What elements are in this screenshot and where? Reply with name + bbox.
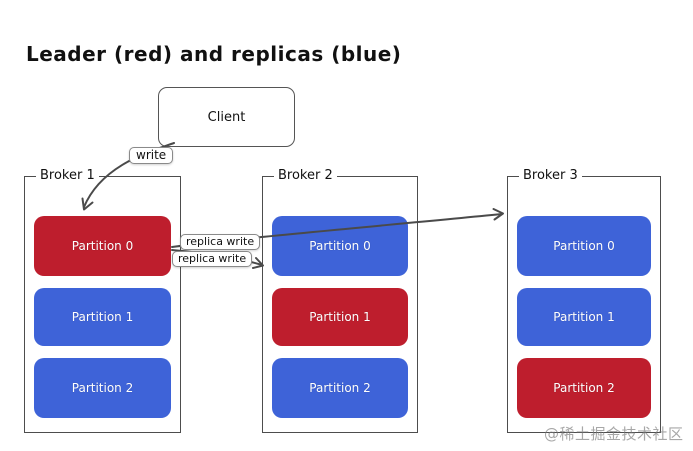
partition-label: Partition 0: [309, 239, 371, 253]
partition-label: Partition 0: [71, 239, 134, 253]
partition-label: Partition 2: [71, 381, 134, 395]
broker-2-partition-2: Partition 2: [272, 358, 408, 418]
broker-3-box: Broker 3 Partition 0 Partition 1 Partiti…: [507, 168, 661, 433]
partition-label: Partition 2: [553, 381, 615, 395]
diagram-title: Leader (red) and replicas (blue): [26, 42, 402, 66]
partition-label: Partition 1: [71, 310, 134, 324]
broker-1-partition-0: Partition 0: [34, 216, 171, 276]
broker-3-label: Broker 3: [519, 168, 582, 183]
broker-2-partition-0: Partition 0: [272, 216, 408, 276]
replica-write-edge-label-broker3: replica write: [180, 234, 261, 250]
partition-label: Partition 1: [553, 310, 615, 324]
broker-1-label: Broker 1: [36, 168, 99, 183]
broker-1-box: Broker 1 Partition 0 Partition 1 Partiti…: [24, 168, 181, 433]
watermark: @稀土掘金技术社区: [544, 425, 684, 443]
broker-2-label: Broker 2: [274, 168, 337, 183]
broker-3-partition-2: Partition 2: [517, 358, 651, 418]
broker-2-box: Broker 2 Partition 0 Partition 1 Partiti…: [262, 168, 418, 433]
client-node: Client: [158, 87, 295, 147]
partition-label: Partition 2: [309, 381, 371, 395]
broker-1-partition-1: Partition 1: [34, 288, 171, 346]
broker-3-partition-0: Partition 0: [517, 216, 651, 276]
replica-write-edge-label-broker2: replica write: [172, 251, 253, 267]
broker-2-partition-1: Partition 1: [272, 288, 408, 346]
write-edge-label: write: [129, 147, 174, 164]
partition-label: Partition 0: [553, 239, 615, 253]
partition-label: Partition 1: [309, 310, 371, 324]
broker-3-partition-1: Partition 1: [517, 288, 651, 346]
client-label: Client: [207, 109, 246, 125]
broker-1-partition-2: Partition 2: [34, 358, 171, 418]
